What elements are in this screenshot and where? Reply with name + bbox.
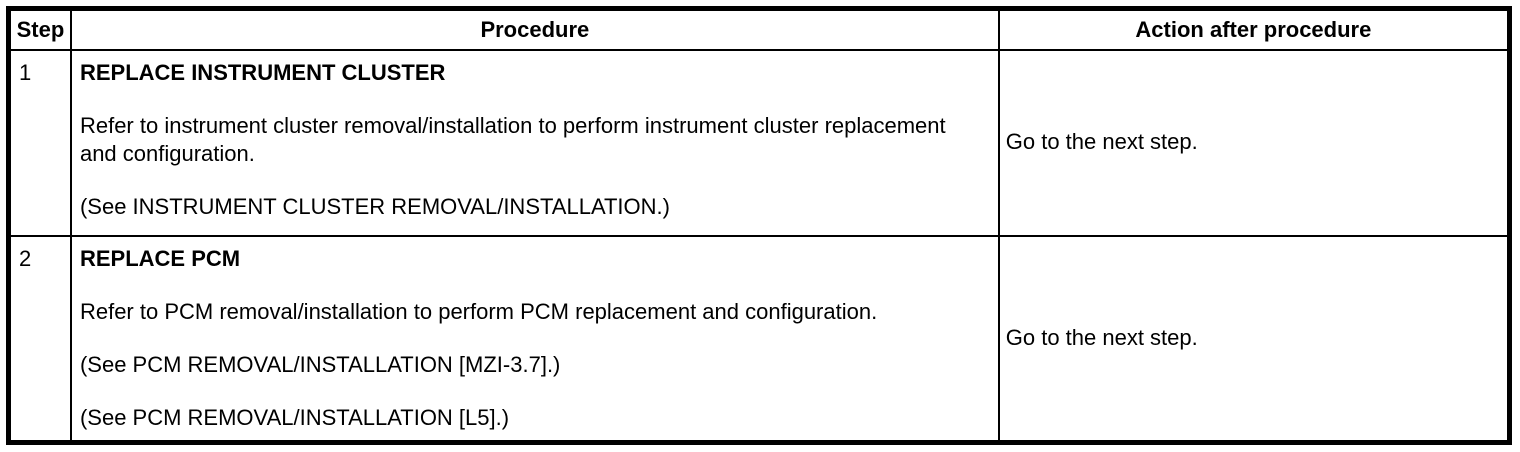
procedure-table: Step Procedure Action after procedure 1 … xyxy=(6,6,1512,445)
procedure-cell: REPLACE INSTRUMENT CLUSTER Refer to inst… xyxy=(69,49,1000,237)
table-row: 1 REPLACE INSTRUMENT CLUSTER Refer to in… xyxy=(7,49,1511,237)
action-text: Go to the next step. xyxy=(1005,129,1198,154)
procedure-reference: (See PCM REMOVAL/INSTALLATION [L5].) xyxy=(79,405,510,430)
column-header-action: Action after procedure xyxy=(997,7,1511,51)
column-header-procedure: Procedure xyxy=(69,7,1000,51)
procedure-title: REPLACE PCM xyxy=(79,246,241,271)
procedure-text: Refer to instrument cluster removal/inst… xyxy=(79,113,946,166)
step-number: 1 xyxy=(7,49,72,237)
action-cell: Go to the next step. xyxy=(997,235,1511,444)
action-cell: Go to the next step. xyxy=(997,49,1511,237)
procedure-cell: REPLACE PCM Refer to PCM removal/install… xyxy=(69,235,1000,444)
procedure-reference: (See INSTRUMENT CLUSTER REMOVAL/INSTALLA… xyxy=(79,194,670,219)
procedure-reference: (See PCM REMOVAL/INSTALLATION [MZI-3.7].… xyxy=(79,352,561,377)
procedure-text: Refer to PCM removal/installation to per… xyxy=(79,299,878,324)
step-number: 2 xyxy=(7,235,72,444)
action-text: Go to the next step. xyxy=(1005,324,1198,350)
column-header-step: Step xyxy=(7,7,72,51)
table-row: 2 REPLACE PCM Refer to PCM removal/insta… xyxy=(7,235,1511,444)
table-header-row: Step Procedure Action after procedure xyxy=(7,7,1511,51)
procedure-title: REPLACE INSTRUMENT CLUSTER xyxy=(79,60,446,85)
